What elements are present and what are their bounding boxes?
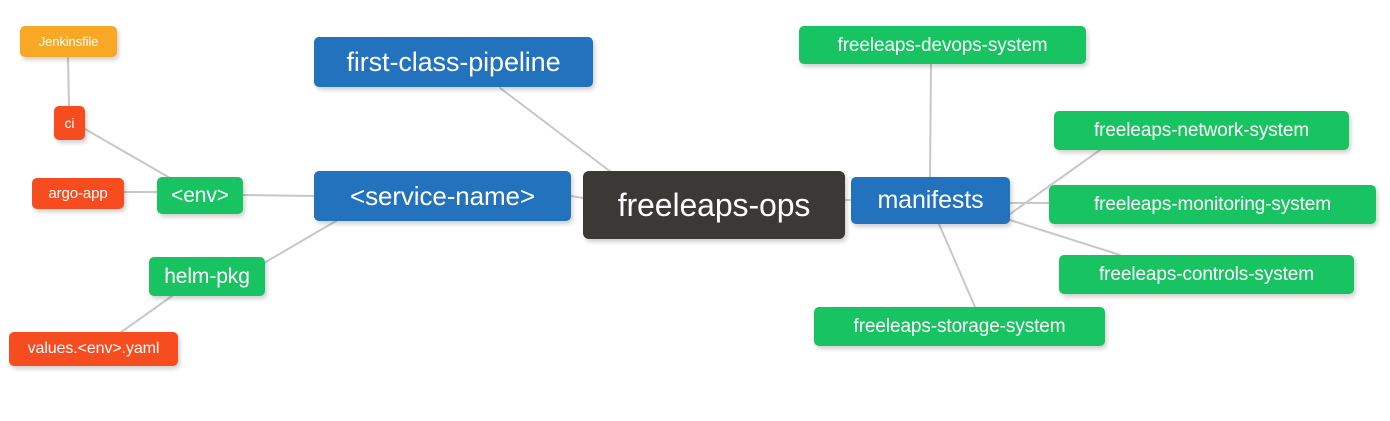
edge-freeleaps-ops-to-pipeline	[499, 87, 612, 173]
edge-helm-pkg-to-values-yaml	[119, 295, 173, 334]
mindmap-node-pipeline[interactable]: first-class-pipeline	[314, 37, 593, 87]
node-label: freeleaps-devops-system	[837, 34, 1048, 56]
edge-env-to-ci	[84, 128, 171, 179]
mindmap-node-network-system[interactable]: freeleaps-network-system	[1054, 111, 1349, 150]
mindmap-node-helm-pkg[interactable]: helm-pkg	[149, 257, 265, 296]
mindmap-node-jenkinsfile[interactable]: Jenkinsfile	[20, 26, 117, 57]
mindmap-node-service-name[interactable]: <service-name>	[314, 171, 571, 221]
node-label: values.<env>.yaml	[27, 340, 160, 357]
mindmap-node-freeleaps-ops[interactable]: freeleaps-ops	[583, 171, 845, 239]
edge-manifests-to-storage-system	[938, 223, 976, 308]
node-label: argo-app	[48, 185, 108, 202]
mindmap-node-monitoring-system[interactable]: freeleaps-monitoring-system	[1049, 185, 1376, 224]
mindmap-node-env[interactable]: <env>	[157, 177, 243, 214]
node-label: freeleaps-controls-system	[1098, 264, 1315, 285]
node-label: helm-pkg	[164, 265, 250, 288]
edge-service-name-to-env	[242, 194, 315, 197]
node-label: freeleaps-monitoring-system	[1094, 194, 1331, 215]
edge-manifests-to-controls-system	[1009, 219, 1121, 256]
mindmap-node-values-yaml[interactable]: values.<env>.yaml	[9, 332, 178, 366]
mindmap-node-manifests[interactable]: manifests	[851, 177, 1010, 224]
node-label: freeleaps-storage-system	[853, 316, 1066, 337]
node-label: ci	[64, 115, 75, 131]
edge-freeleaps-ops-to-service-name	[570, 195, 584, 199]
node-label: freeleaps-network-system	[1093, 120, 1310, 141]
mindmap-node-storage-system[interactable]: freeleaps-storage-system	[814, 307, 1105, 346]
node-label: manifests	[877, 186, 984, 214]
mindmap-node-ci[interactable]: ci	[54, 106, 85, 140]
node-label: <env>	[171, 184, 229, 207]
edge-manifests-to-devops-system	[929, 63, 932, 178]
mindmap-node-argo-app[interactable]: argo-app	[32, 178, 124, 209]
mindmap-node-devops-system[interactable]: freeleaps-devops-system	[799, 26, 1086, 64]
edge-service-name-to-helm-pkg	[263, 220, 337, 264]
node-label: Jenkinsfile	[38, 34, 99, 49]
edge-ci-to-jenkinsfile	[67, 57, 70, 107]
node-label: first-class-pipeline	[346, 46, 561, 77]
node-label: <service-name>	[349, 181, 536, 211]
mindmap-node-controls-system[interactable]: freeleaps-controls-system	[1059, 255, 1354, 294]
node-label: freeleaps-ops	[617, 187, 811, 223]
